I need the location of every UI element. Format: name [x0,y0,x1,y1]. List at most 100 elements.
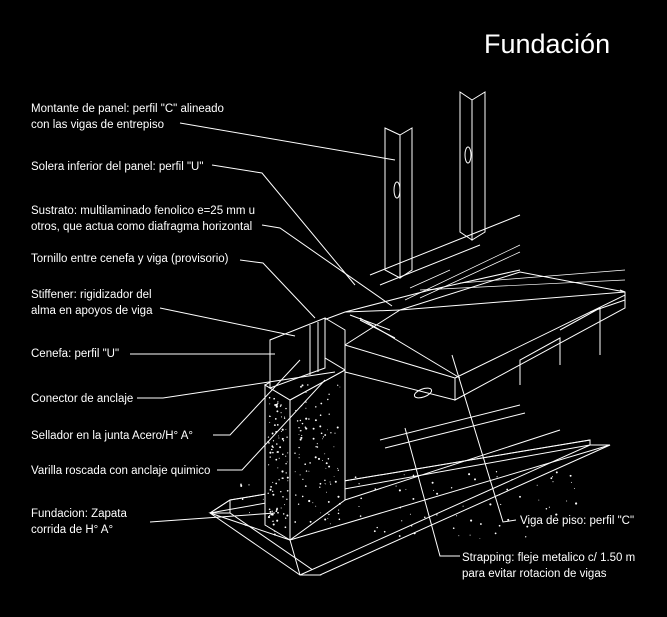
concrete-speck [295,494,297,496]
concrete-speck [305,391,307,393]
concrete-speck [268,464,270,466]
label-stiffener-line1: Stiffener: rigidizador del [31,289,152,301]
concrete-texture [240,384,578,539]
concrete-speck [498,493,501,496]
concrete-speck [413,532,416,535]
concrete-speck [320,402,323,405]
concrete-speck [280,507,282,509]
concrete-speck [301,495,304,498]
concrete-speck [278,457,280,459]
concrete-speck [550,477,553,480]
label-viga: Viga de piso: perfil "C" [520,515,634,527]
concrete-speck [320,432,323,435]
concrete-speck [285,472,287,474]
concrete-speck [555,471,558,474]
concrete-speck [373,530,376,533]
concrete-speck [324,479,326,482]
concrete-speck [322,438,323,440]
concrete-speck [275,403,278,406]
concrete-speck [424,516,426,519]
concrete-speck [536,484,538,486]
concrete-speck [337,469,339,471]
concrete-speck [277,401,279,403]
concrete-speck [314,419,317,422]
concrete-speck [358,505,360,508]
concrete-speck [286,514,289,517]
concrete-speck [358,483,360,485]
concrete-speck [301,434,303,436]
concrete-speck [244,524,246,526]
label-fundacion-line1: Fundacion: Zapata [31,508,128,520]
concrete-speck [333,476,335,478]
concrete-speck [301,384,304,387]
concrete-speck [294,471,296,473]
concrete-speck [551,476,554,478]
concrete-speck [269,488,272,491]
concrete-speck [280,404,282,406]
concrete-speck [330,483,332,485]
concrete-speck [299,438,302,441]
concrete-speck [548,506,550,508]
concrete-speck [287,480,289,482]
concrete-speck [298,446,300,449]
concrete-speck [359,515,362,517]
drawing-title: Fundación [484,29,610,59]
concrete-speck [328,413,330,415]
concrete-speck [319,425,322,428]
concrete-speck [354,476,357,479]
concrete-speck [433,489,435,491]
concrete-speck [569,474,572,477]
concrete-speck [276,507,278,510]
concrete-speck [294,521,297,523]
concrete-speck [312,437,315,440]
concrete-speck [327,429,329,431]
concrete-speck [338,518,341,521]
concrete-speck [329,481,331,483]
concrete-speck [277,467,279,469]
concrete-speck [398,535,401,537]
concrete-speck [275,510,278,512]
concrete-speck [322,460,324,462]
concrete-speck [280,412,282,414]
concrete-speck [241,498,244,500]
concrete-speck [398,489,401,492]
concrete-speck [286,489,289,492]
concrete-speck [281,477,283,479]
concrete-speck [337,512,340,515]
concrete-speck [272,490,274,492]
concrete-speck [272,523,275,526]
concrete-speck [269,456,271,458]
concrete-speck [325,462,328,465]
concrete-speck [324,434,327,436]
concrete-speck [282,513,285,515]
concrete-speck [500,503,502,506]
concrete-speck [271,510,273,512]
concrete-speck [506,488,509,491]
concrete-speck [298,433,300,435]
label-strapping-line2: para evitar rotacion de vigas [462,568,607,580]
concrete-speck [479,538,481,539]
concrete-speck [280,430,282,433]
label-conector: Conector de anclaje [31,393,133,405]
concrete-speck [298,453,300,455]
concrete-speck [469,534,471,536]
concrete-speck [277,402,279,404]
concrete-speck [305,401,307,403]
concrete-speck [338,502,341,505]
label-montante-line2: con las vigas de entrepiso [31,119,164,131]
concrete-speck [401,520,403,522]
label-solera: Solera inferior del panel: perfil "U" [31,161,203,173]
concrete-speck [268,508,271,511]
concrete-speck [276,410,279,413]
floor-platform [269,244,626,401]
concrete-speck [312,502,314,504]
concrete-speck [273,424,276,427]
concrete-speck [337,384,339,386]
concrete-speck [272,445,273,447]
concrete-speck [314,456,317,459]
concrete-speck [300,436,303,439]
concrete-speck [272,493,275,496]
concrete-speck [376,526,378,529]
concrete-speck [300,385,302,388]
